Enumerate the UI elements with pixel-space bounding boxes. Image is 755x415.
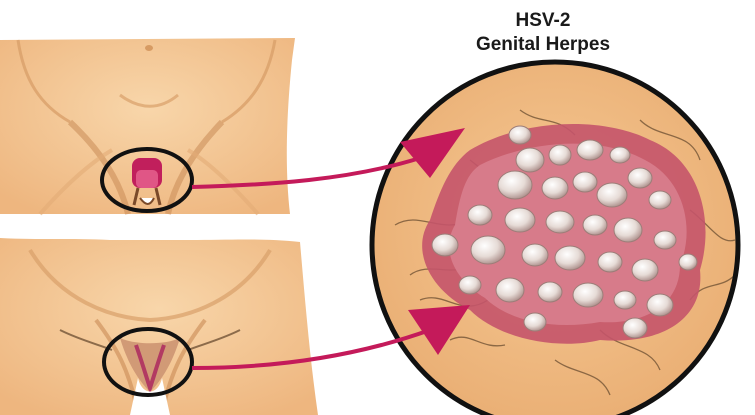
magnifier-circle — [372, 62, 738, 415]
male-pelvis-figure — [0, 38, 295, 214]
title-line-1: HSV-2 — [458, 10, 628, 32]
title-line-2: Genital Herpes — [458, 34, 628, 56]
female-pelvis-figure — [0, 238, 318, 415]
